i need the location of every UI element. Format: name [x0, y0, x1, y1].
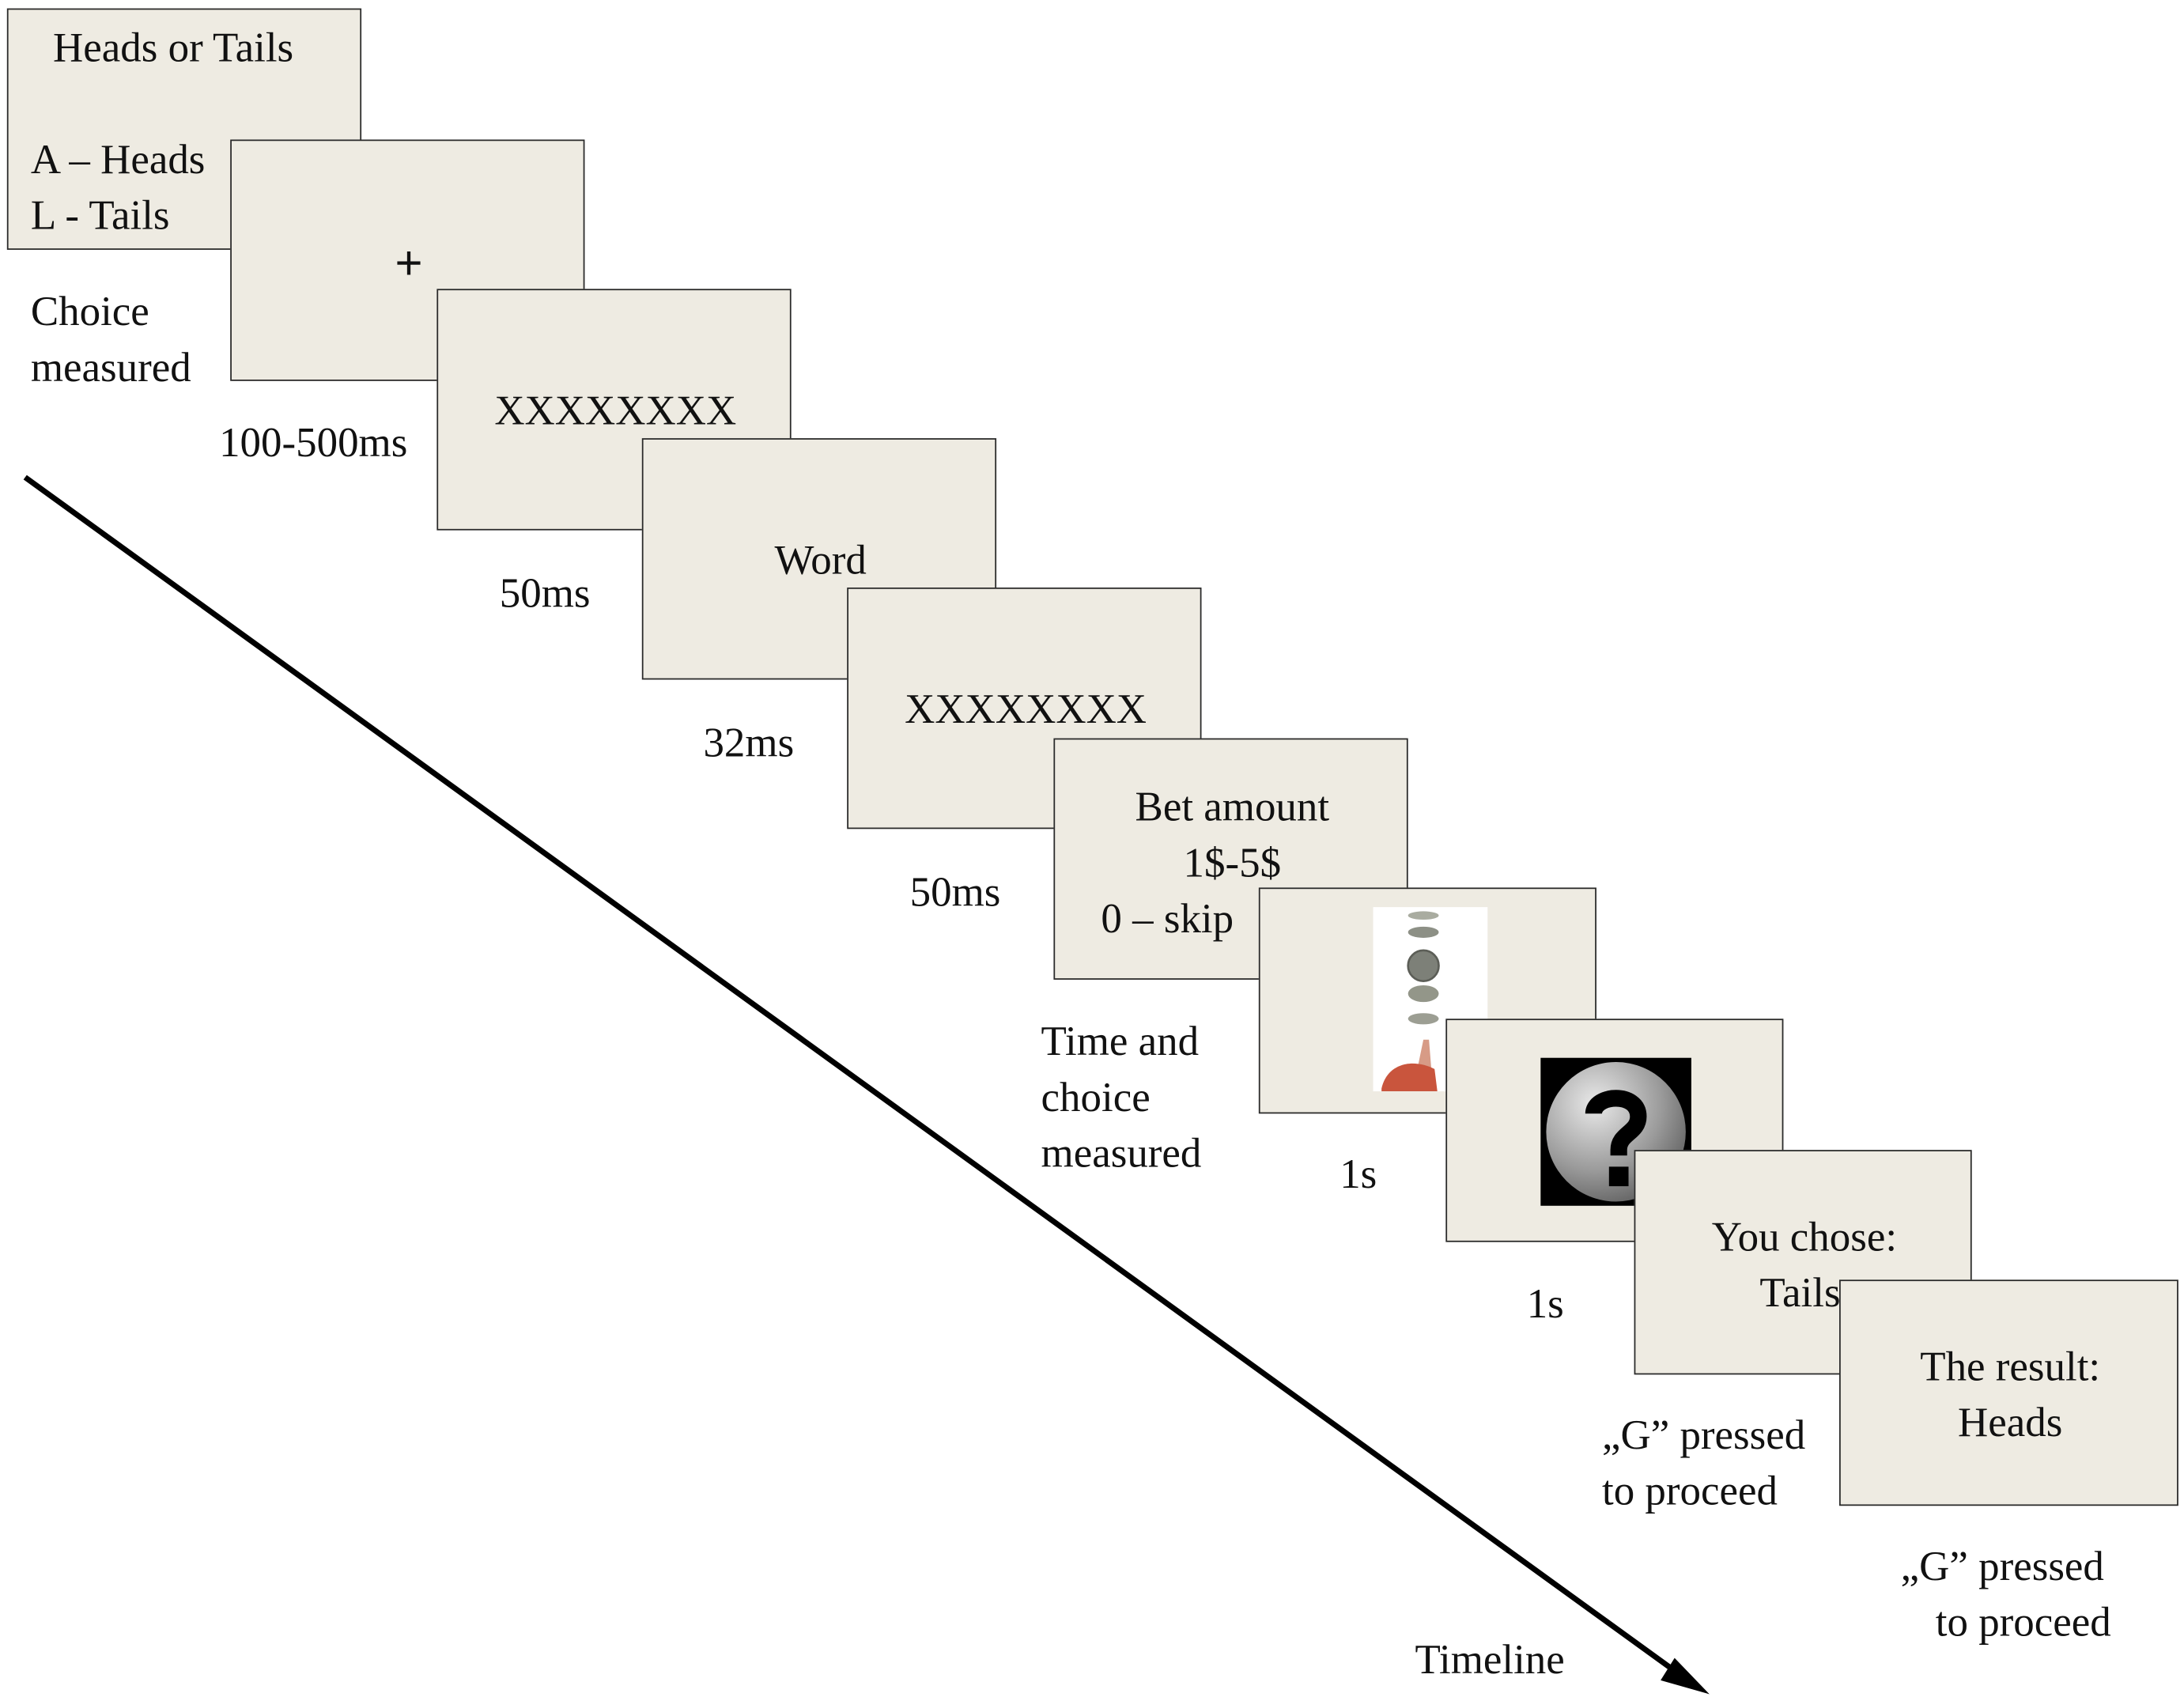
choice-measured-label-1: Choice [30, 289, 149, 335]
duration-backward-mask: 50ms [909, 869, 1001, 916]
bet-skip: 0 – skip [1101, 896, 1234, 943]
duration-fixation: 100-500ms [219, 420, 408, 467]
arrowhead-icon [1661, 1657, 1710, 1695]
bet-title: Bet amount [1135, 784, 1330, 831]
duration-forward-mask: 50ms [499, 570, 591, 618]
choice-measured-label-2: measured [30, 344, 191, 391]
time-choice-label-2: choice [1041, 1074, 1151, 1121]
g-pressed-result-label-2: to proceed [1935, 1599, 2111, 1646]
g-pressed-label-1: „G” pressed [1601, 1412, 1806, 1459]
g-pressed-result-label-1: „G” pressed [1900, 1543, 2104, 1590]
chosen-side: Tails [1759, 1269, 1841, 1317]
result-side: Heads [1958, 1400, 2063, 1446]
screen-coin-toss [1258, 887, 1596, 1114]
fixation-cross: + [395, 237, 423, 291]
time-choice-label-1: Time and [1041, 1019, 1200, 1065]
time-choice-label-3: measured [1041, 1130, 1202, 1177]
result-label: The result: [1920, 1344, 2101, 1390]
g-pressed-label-2: to proceed [1601, 1468, 1778, 1514]
screen-you-chose: You chose: Tails [1634, 1150, 1972, 1375]
duration-question: 1s [1526, 1281, 1564, 1328]
screen-title: Heads or Tails [53, 25, 294, 72]
mask-text: XXXXXXXX [905, 686, 1147, 733]
screen-result: The result: Heads [1839, 1279, 2178, 1506]
duration-coin-toss: 1s [1339, 1151, 1377, 1198]
screen-heads-or-tails: Heads or Tails A – Heads L - Tails [6, 8, 362, 250]
mask-text: XXXXXXXX [494, 387, 737, 434]
bet-range: 1$-5$ [1183, 840, 1282, 886]
key-l-label: L - Tails [30, 192, 170, 239]
key-a-label: A – Heads [30, 136, 206, 183]
prime-word: Word [774, 537, 867, 584]
duration-word: 32ms [703, 720, 795, 766]
timeline-label: Timeline [1415, 1637, 1565, 1684]
you-chose-label: You chose: [1711, 1214, 1898, 1260]
